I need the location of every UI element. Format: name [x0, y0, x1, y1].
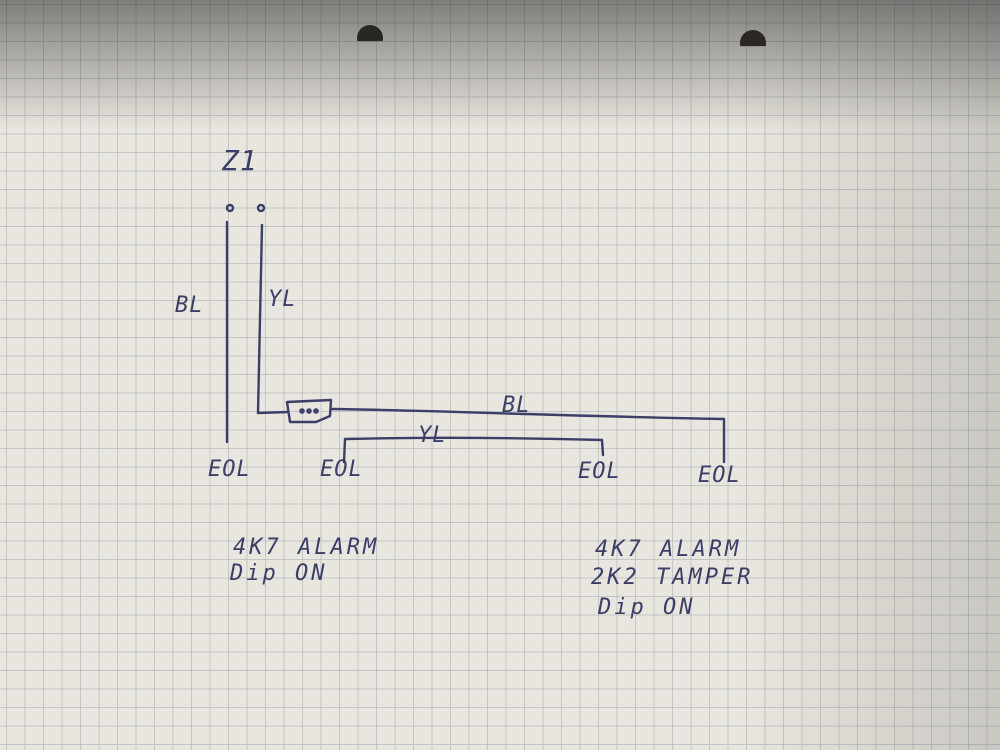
note-right-line-1: 4K7 ALARM: [595, 537, 741, 562]
detector-device: [285, 398, 333, 424]
wire-to-device: [256, 410, 290, 415]
note-left-line-2: Dip ON: [229, 561, 327, 586]
device-dot: [306, 408, 312, 414]
zone-title: Z1: [221, 144, 258, 177]
note-left-line-1: 4K7 ALARM: [233, 535, 379, 560]
device-dot: [313, 408, 319, 414]
wire-bl-horizontal: [329, 407, 726, 464]
wire-yl-vertical: [256, 223, 264, 415]
terminal-2: [256, 203, 266, 213]
note-right-line-2: 2K2 TAMPER: [591, 565, 753, 590]
eol-label: EOL: [320, 457, 363, 482]
wire-label-bl: BL: [175, 293, 204, 318]
eol-label: EOL: [698, 463, 741, 488]
wire-label-yl: YL: [268, 287, 297, 312]
terminal-1: [225, 203, 235, 213]
eol-label: EOL: [578, 459, 621, 484]
wire-label-yl: YL: [418, 423, 447, 448]
eol-label: EOL: [208, 457, 251, 482]
wire-label-bl: BL: [502, 393, 531, 418]
wire-yl-horizontal: [342, 436, 605, 464]
note-right-line-3: Dip ON: [597, 595, 695, 620]
device-dot: [299, 408, 305, 414]
